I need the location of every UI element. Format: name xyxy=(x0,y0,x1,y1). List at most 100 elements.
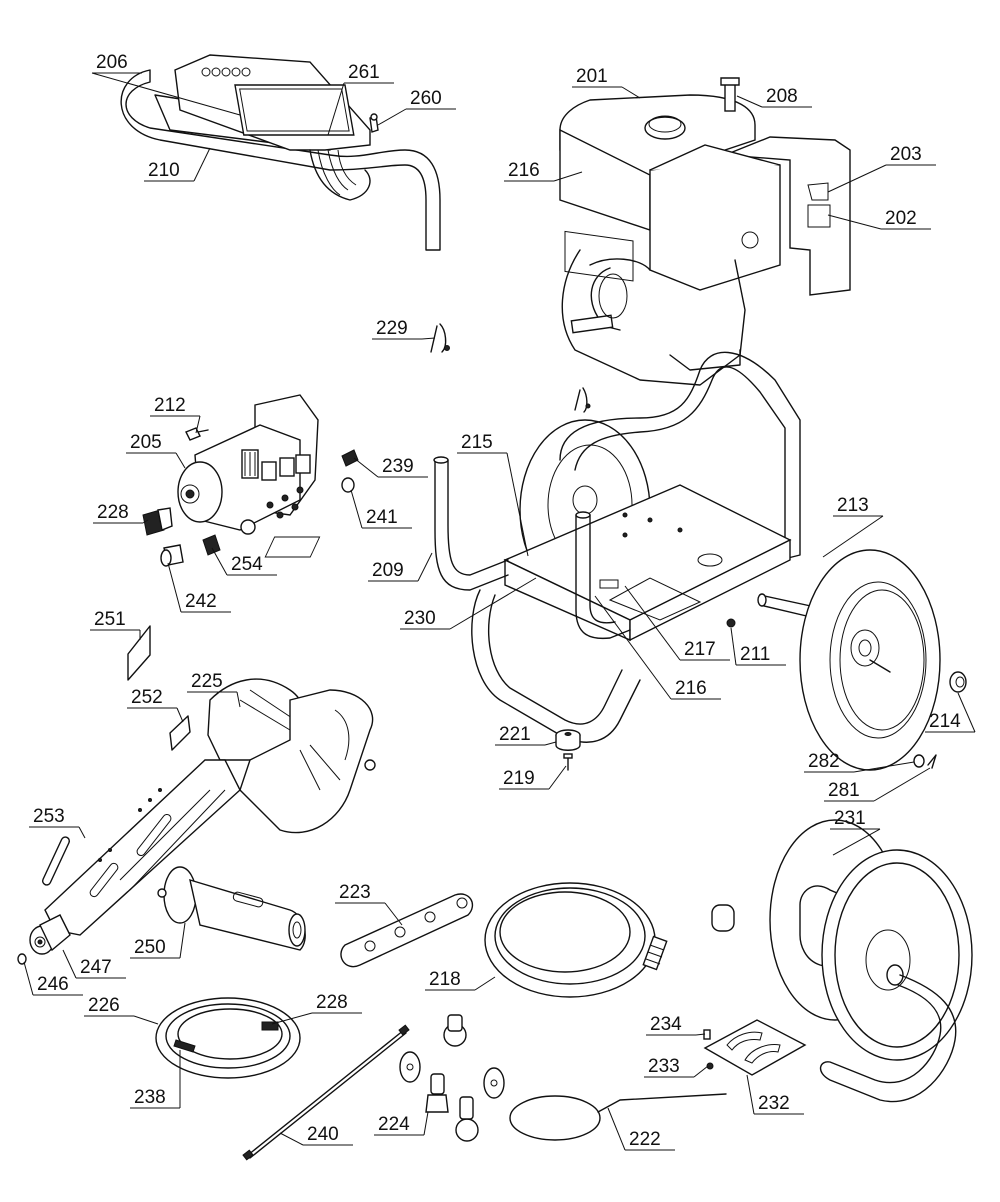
part-number-label: 260 xyxy=(410,88,442,109)
leader-line xyxy=(62,949,77,979)
leader-line xyxy=(377,108,407,126)
leader-line xyxy=(236,691,241,708)
part-number-label: 216 xyxy=(508,160,540,181)
callout-253: 253 xyxy=(29,806,86,839)
part-number-label: 228 xyxy=(316,992,348,1013)
leader-line xyxy=(853,761,915,773)
part-number-label: 252 xyxy=(131,687,163,708)
part-number-label: 253 xyxy=(33,806,65,827)
callout-281: 281 xyxy=(824,767,931,802)
callout-282: 282 xyxy=(804,751,915,773)
leader-line xyxy=(384,902,403,926)
leader-line xyxy=(594,595,672,700)
callout-210: 210 xyxy=(144,147,211,182)
callout-246: 246 xyxy=(23,961,83,996)
leader-line xyxy=(175,452,186,469)
callout-228b: 228 xyxy=(271,992,362,1025)
callout-242: 242 xyxy=(167,562,231,613)
leader-line xyxy=(693,1065,709,1078)
leader-line xyxy=(957,692,976,733)
part-number-label: 211 xyxy=(740,644,770,665)
leader-line xyxy=(449,577,537,630)
callout-216b: 216 xyxy=(594,595,721,700)
callout-214: 214 xyxy=(925,692,976,733)
callout-206: 206 xyxy=(91,52,241,116)
part-number-label: 240 xyxy=(307,1124,339,1145)
wheel-213-drawing xyxy=(799,549,941,771)
leader-line xyxy=(23,961,34,996)
part-number-label: 230 xyxy=(404,608,436,629)
part-number-label: 225 xyxy=(191,671,223,692)
callout-224: 224 xyxy=(374,1111,429,1136)
part-number-label: 254 xyxy=(231,554,263,575)
clip-pin-drawing xyxy=(430,323,591,413)
part-number-label: 208 xyxy=(766,86,798,107)
leader-line xyxy=(730,627,737,666)
callout-252: 252 xyxy=(127,687,184,723)
callout-223: 223 xyxy=(335,882,403,926)
leader-line xyxy=(827,164,887,193)
leader-line xyxy=(822,515,884,558)
part-number-label: 231 xyxy=(834,808,866,829)
part-number-label: 282 xyxy=(808,751,840,772)
reel-bracket-drawing xyxy=(703,1019,807,1076)
engine-drawing xyxy=(559,94,851,386)
part-number-label: 228 xyxy=(97,502,129,523)
callout-261: 261 xyxy=(327,62,394,136)
part-number-label: 218 xyxy=(429,969,461,990)
leader-line xyxy=(624,585,681,661)
callout-202: 202 xyxy=(827,208,931,230)
callout-209: 209 xyxy=(368,552,433,582)
leader-line xyxy=(78,826,86,839)
leader-line xyxy=(506,452,529,557)
leader-line xyxy=(548,765,567,790)
nozzle-set-drawing xyxy=(399,1014,505,1142)
part-number-label: 247 xyxy=(80,957,112,978)
callout-201: 201 xyxy=(572,66,641,99)
leader-line xyxy=(179,922,186,959)
part-number-label: 226 xyxy=(88,995,120,1016)
part-number-label: 215 xyxy=(461,432,493,453)
part-number-label: 202 xyxy=(885,208,917,229)
part-number-label: 203 xyxy=(890,144,922,165)
leader-line xyxy=(195,415,201,434)
nozzle-holder-drawing xyxy=(340,893,473,968)
part-number-label: 222 xyxy=(629,1129,661,1150)
leader-line xyxy=(211,547,228,576)
frame-drawing xyxy=(264,351,821,743)
pump-drawing xyxy=(177,394,319,535)
leader-line xyxy=(176,707,184,723)
leader-line xyxy=(607,1107,626,1151)
leader-line xyxy=(736,95,763,108)
callout-216: 216 xyxy=(504,160,583,182)
part-number-label: 210 xyxy=(148,160,180,181)
part-number-label: 229 xyxy=(376,318,408,339)
callout-211: 211 xyxy=(730,627,786,666)
part-number-label: 205 xyxy=(130,432,162,453)
callout-233: 233 xyxy=(644,1056,709,1078)
extension-wand-drawing xyxy=(242,1024,410,1161)
leader-line xyxy=(350,489,363,529)
callout-251: 251 xyxy=(90,609,141,640)
part-number-label: 251 xyxy=(94,609,126,630)
part-number-label: 238 xyxy=(134,1087,166,1108)
part-number-label: 224 xyxy=(378,1114,410,1135)
part-number-label: 241 xyxy=(366,507,398,528)
hose-reel-drawing xyxy=(711,819,973,1103)
leader-line xyxy=(474,976,496,991)
part-number-label: 216 xyxy=(675,678,707,699)
callout-232: 232 xyxy=(746,1074,804,1115)
handle-assembly-drawing xyxy=(120,54,441,251)
decal-drawings xyxy=(42,625,191,886)
callout-230: 230 xyxy=(400,577,537,630)
side-handle-drawing xyxy=(157,866,306,951)
part-number-label: 250 xyxy=(134,937,166,958)
callout-221: 221 xyxy=(495,724,557,746)
leader-line xyxy=(746,1074,755,1115)
part-number-label: 206 xyxy=(96,52,128,73)
callout-238: 238 xyxy=(130,1050,181,1109)
callout-203: 203 xyxy=(827,144,936,193)
leader-line xyxy=(621,86,641,99)
